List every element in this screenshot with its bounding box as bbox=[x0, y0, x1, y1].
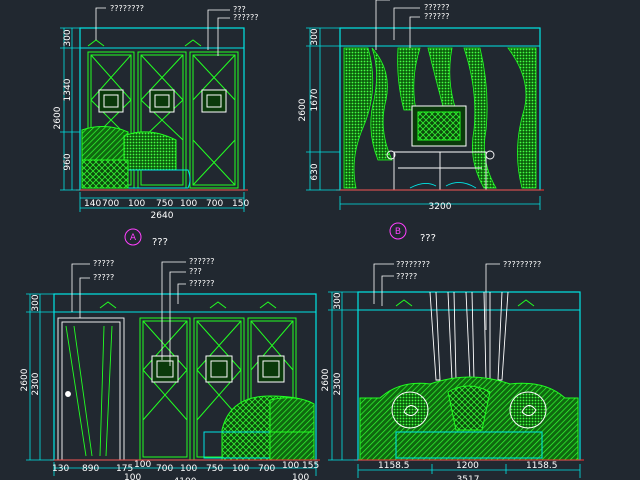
elevation-b-leader-2: ?????? bbox=[424, 12, 449, 21]
elevation-d: 2600 300 2300 1158.5 1200 1158.5 3517 ??… bbox=[321, 260, 584, 480]
elevation-a-leader-1: ???????? bbox=[110, 4, 144, 13]
elevation-a-height-part-1: 300 bbox=[63, 29, 73, 46]
elevation-c-height-part-2: 2300 bbox=[31, 372, 41, 395]
elevation-a-width-total: 2640 bbox=[151, 211, 174, 221]
elevation-c-leader-5: ?????? bbox=[189, 279, 214, 288]
elevation-a-title: ??? bbox=[152, 237, 168, 248]
elevation-d-width-part: 1158.5 bbox=[378, 461, 410, 471]
elevation-d-leader-2: ????? bbox=[396, 272, 417, 281]
elevation-c-width-part: 890 bbox=[82, 464, 99, 474]
elevation-c-width-part: 700 bbox=[258, 464, 275, 474]
elevation-b-height-total: 2600 bbox=[298, 98, 308, 121]
elevation-c-width-part: 100 bbox=[180, 464, 197, 474]
elevation-d-leaders bbox=[373, 263, 500, 330]
elevation-b-leaders bbox=[375, 0, 420, 50]
elevation-a-marker-circle bbox=[124, 228, 142, 246]
elevation-b-width-total: 3200 bbox=[429, 202, 452, 212]
elevation-a-vertical-dims bbox=[60, 27, 80, 191]
elevation-c-width-part: 130 bbox=[52, 464, 69, 474]
elevation-a-width-part: 750 bbox=[156, 199, 173, 209]
elevation-a-sofa bbox=[81, 126, 191, 189]
elevation-b-marker-circle bbox=[389, 222, 407, 240]
elevation-d-width-part: 1200 bbox=[456, 461, 479, 471]
elevation-d-height-total: 2600 bbox=[321, 368, 331, 391]
elevation-c: 2600 300 2300 130 890 175 100 700 100 75… bbox=[20, 257, 320, 480]
elevation-b-marker: B bbox=[395, 227, 401, 237]
elevation-c-leaders bbox=[71, 261, 186, 366]
elevation-a-width-part: 140 bbox=[84, 199, 101, 209]
elevation-c-wall-panels bbox=[139, 317, 297, 461]
elevation-a: 2600 300 1340 960 140 700 100 750 100 70… bbox=[53, 4, 258, 248]
elevation-d-curtain-rods bbox=[429, 291, 509, 381]
elevation-a-cornice bbox=[87, 39, 202, 47]
elevation-c-door bbox=[57, 317, 125, 461]
elevation-a-width-part: 700 bbox=[206, 199, 223, 209]
elevation-a-width-part: 100 bbox=[180, 199, 197, 209]
elevation-a-leader-2: ??? bbox=[233, 5, 246, 14]
elevation-b: 2600 300 1670 630 3200 ?????? ?????? B ?… bbox=[298, 0, 544, 244]
elevation-a-height-part-3: 960 bbox=[63, 153, 73, 170]
elevation-d-leader-3: ????????? bbox=[503, 260, 541, 269]
elevation-d-leader-1: ???????? bbox=[396, 260, 430, 269]
elevation-b-height-part-3: 630 bbox=[310, 163, 320, 180]
elevation-d-width-total: 3517 bbox=[457, 475, 480, 480]
elevation-d-cornice bbox=[395, 299, 535, 307]
elevation-a-leaders bbox=[95, 7, 230, 56]
elevation-c-width-total: 4100 bbox=[174, 477, 197, 480]
elevation-b-horizontal-dims bbox=[339, 196, 541, 210]
elevation-c-leader-1: ????? bbox=[93, 259, 114, 268]
elevation-d-height-part-1: 300 bbox=[333, 292, 343, 309]
elevation-c-leader-4: ??? bbox=[189, 267, 202, 276]
elevation-a-height-total: 2600 bbox=[53, 106, 63, 129]
elevation-a-height-part-2: 1340 bbox=[63, 78, 73, 101]
elevation-b-height-part-2: 1670 bbox=[310, 88, 320, 111]
elevation-b-title: ??? bbox=[420, 233, 436, 244]
elevation-a-leader-3: ?????? bbox=[233, 13, 258, 22]
elevation-a-marker: A bbox=[130, 233, 137, 243]
elevation-c-leader-3: ?????? bbox=[189, 257, 214, 266]
elevation-b-leader-1: ?????? bbox=[424, 3, 449, 12]
elevation-a-decor-squares bbox=[98, 89, 227, 113]
elevation-a-width-part: 150 bbox=[232, 199, 249, 209]
elevation-b-tv bbox=[411, 105, 467, 147]
elevation-c-width-part: 100 bbox=[282, 461, 299, 471]
elevation-c-leader-2: ????? bbox=[93, 273, 114, 282]
elevation-c-width-part: 700 bbox=[156, 464, 173, 474]
elevation-b-cabinet bbox=[386, 150, 495, 191]
elevation-c-decor-squares bbox=[151, 355, 285, 383]
elevation-c-width-part: 155 bbox=[302, 461, 319, 471]
elevation-c-width-part: 750 bbox=[206, 464, 223, 474]
elevation-d-vertical-dims bbox=[328, 291, 358, 461]
elevation-d-horizontal-dims bbox=[357, 464, 581, 478]
elevation-c-width-part: 175 bbox=[116, 464, 133, 474]
elevation-c-sofa bbox=[203, 395, 315, 461]
elevation-c-width-part: 100 bbox=[134, 460, 151, 470]
elevation-a-width-part: 700 bbox=[102, 199, 119, 209]
elevation-a-horizontal-dims bbox=[79, 192, 245, 212]
elevation-c-height-total: 2600 bbox=[20, 368, 30, 391]
elevation-c-width-subpart: 100 bbox=[292, 473, 309, 480]
elevation-d-width-part: 1158.5 bbox=[526, 461, 558, 471]
elevation-c-vertical-dims bbox=[26, 293, 54, 461]
elevation-d-height-part-2: 2300 bbox=[333, 372, 343, 395]
elevation-c-horizontal-dims bbox=[53, 462, 317, 476]
elevation-d-bed-headboard bbox=[359, 376, 579, 461]
elevation-b-vertical-dims bbox=[306, 27, 340, 191]
elevation-b-curtain-waves bbox=[343, 47, 537, 189]
elevation-b-height-part-1: 300 bbox=[310, 28, 320, 45]
elevation-c-height-part-1: 300 bbox=[31, 294, 41, 311]
elevation-a-width-parts: 140 700 100 750 100 700 150 bbox=[84, 199, 249, 209]
elevation-a-width-part: 100 bbox=[128, 199, 145, 209]
elevation-c-width-subpart: 100 bbox=[124, 473, 141, 480]
elevation-a-wall-panels bbox=[87, 51, 239, 189]
elevation-c-width-part: 100 bbox=[232, 464, 249, 474]
elevation-c-cornice bbox=[99, 301, 277, 309]
elevation-c-width-parts: 130 890 175 100 700 100 750 100 700 100 … bbox=[52, 460, 319, 480]
